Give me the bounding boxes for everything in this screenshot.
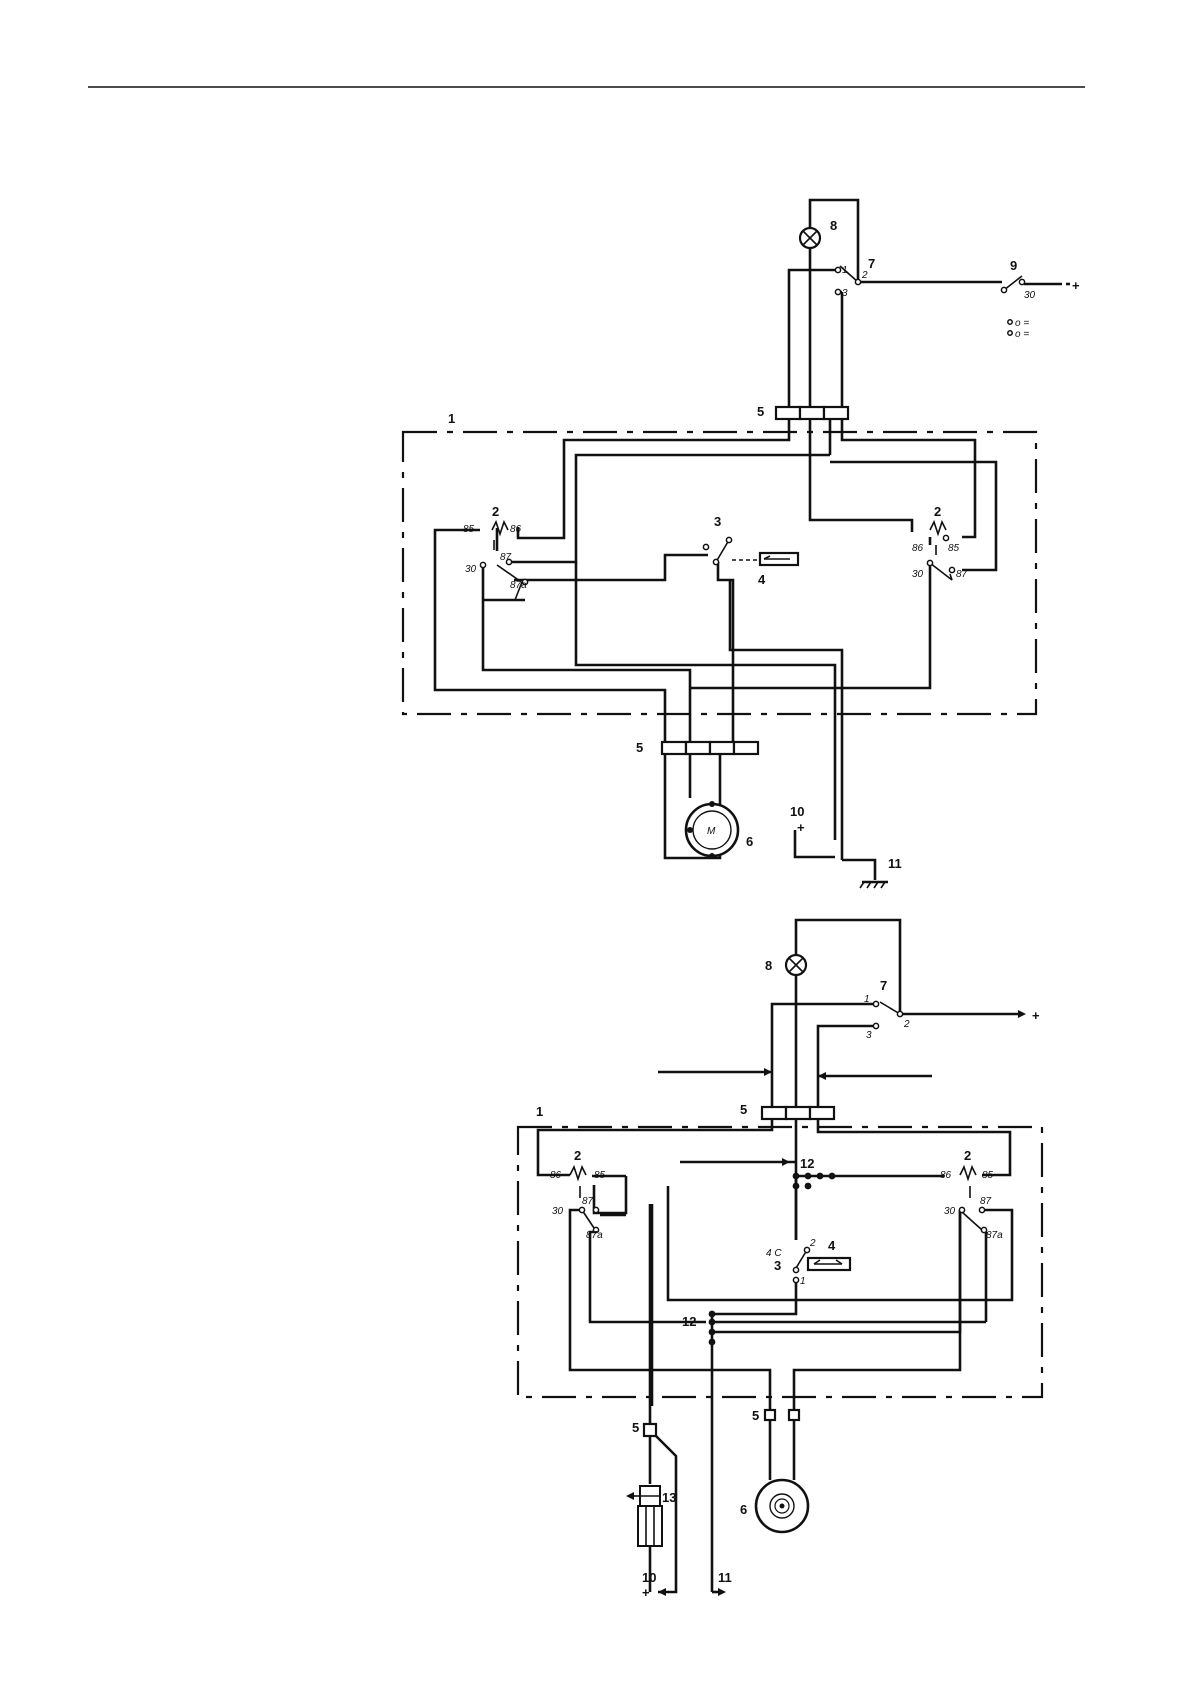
- left-relay-87a: 87a: [510, 580, 527, 591]
- left2-relay-86: 86: [550, 1170, 562, 1181]
- supply-plus-selector-2: +: [1032, 1008, 1040, 1023]
- horn-label: 6: [740, 1502, 747, 1517]
- horn-icon: [756, 1480, 808, 1532]
- ground-icon: [860, 882, 888, 888]
- valve-icon: [626, 1486, 662, 1546]
- right-relay-87: 87: [956, 569, 968, 580]
- connector-bottom-2: [765, 1410, 799, 1420]
- switch-label-1: 3: [714, 514, 721, 529]
- right2-relay-86: 86: [940, 1170, 952, 1181]
- selector-label: 7: [868, 256, 875, 271]
- selector2-terminal-2: 2: [903, 1019, 910, 1030]
- supply-plus-1: +: [797, 820, 805, 835]
- selector-terminal-2: 2: [861, 270, 868, 281]
- connector-label-top-1: 5: [757, 404, 764, 419]
- lamp-label: 8: [830, 218, 837, 233]
- relay-block-boundary: [403, 432, 1036, 714]
- ground-label-1: 11: [888, 856, 902, 871]
- supply-plus-2: +: [642, 1585, 650, 1600]
- switch2-terminal-1: 1: [800, 1276, 806, 1287]
- motor-label: 6: [746, 834, 753, 849]
- supply-label-1: 10: [790, 804, 804, 819]
- relay-label-right-1: 2: [934, 504, 941, 519]
- relay-label-left-2: 2: [574, 1148, 581, 1163]
- diagram-top: M 8 7 9: [403, 200, 1080, 888]
- ignition-plus: +: [1072, 278, 1080, 293]
- switch2-terminal-2: 2: [809, 1238, 816, 1249]
- right2-relay-87a: 87a: [986, 1230, 1003, 1241]
- warning-lamp-icon: [800, 228, 820, 248]
- diagram-bottom: 8 7 + 1 2 3 5 1 2 2 12 86 85 87 30 87a 8…: [518, 920, 1042, 1600]
- right2-relay-87: 87: [980, 1196, 992, 1207]
- ignition-label: 9: [1010, 258, 1017, 273]
- left2-relay-87a: 87a: [586, 1230, 603, 1241]
- sensor-label-1: 4: [758, 572, 766, 587]
- left-relay-30: 30: [465, 564, 477, 575]
- switch-label-2: 3: [774, 1258, 781, 1273]
- right2-relay-30: 30: [944, 1206, 956, 1217]
- junction-label-bottom: 12: [682, 1314, 696, 1329]
- supply-label-2: 10: [642, 1570, 656, 1585]
- connector-valve: [644, 1424, 656, 1436]
- selector-terminal-1: 1: [842, 265, 848, 276]
- connector-label-valve: 5: [632, 1420, 639, 1435]
- relay-label-left-1: 2: [492, 504, 499, 519]
- connector-bottom-1: [662, 742, 758, 754]
- right-relay-85: 85: [948, 543, 960, 554]
- right2-relay-85: 85: [982, 1170, 994, 1181]
- legend-b: o =: [1015, 329, 1029, 340]
- relay-label-right-2: 2: [964, 1148, 971, 1163]
- selector-label-2: 7: [880, 978, 887, 993]
- warning-lamp-icon-2: [786, 955, 806, 975]
- legend-a: o =: [1015, 318, 1029, 329]
- selector2-terminal-1: 1: [864, 994, 870, 1005]
- selector2-terminal-3: 3: [866, 1030, 872, 1041]
- lamp-label-2: 8: [765, 958, 772, 973]
- relay-block-label-2: 1: [536, 1104, 543, 1119]
- relay-block-label-1: 1: [448, 411, 455, 426]
- selector-terminal-3: 3: [842, 288, 848, 299]
- valve-label: 13: [662, 1490, 676, 1505]
- connector-label-top-2: 5: [740, 1102, 747, 1117]
- connector-top-2: [762, 1107, 834, 1119]
- sensor-label-2: 4: [828, 1238, 836, 1253]
- right-relay-86: 86: [912, 543, 924, 554]
- connector-top-1: [776, 407, 848, 419]
- right-relay-30: 30: [912, 569, 924, 580]
- left2-relay-30: 30: [552, 1206, 564, 1217]
- connector-label-bottom-1: 5: [636, 740, 643, 755]
- left2-relay-85: 85: [594, 1170, 606, 1181]
- left-relay-86: 86: [510, 524, 522, 535]
- left-relay-87: 87: [500, 552, 512, 563]
- ignition-terminal-30: 30: [1024, 290, 1036, 301]
- connector-label-bottom-2: 5: [752, 1408, 759, 1423]
- left2-relay-87: 87: [582, 1196, 594, 1207]
- junction-label-top: 12: [800, 1156, 814, 1171]
- left-relay-85: 85: [463, 524, 475, 535]
- ground-label-2: 11: [718, 1570, 732, 1585]
- motor-symbol: M: [707, 826, 716, 837]
